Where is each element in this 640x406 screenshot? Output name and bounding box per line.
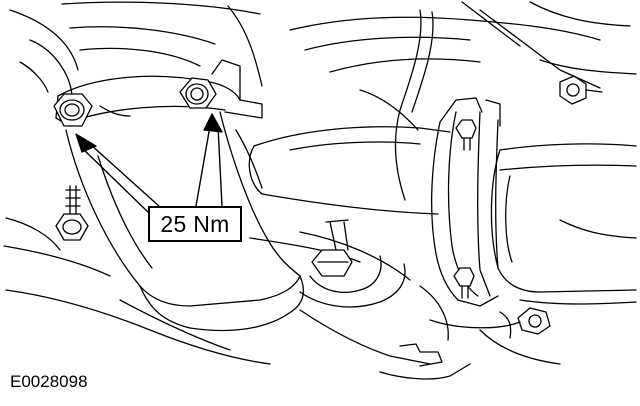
left-flange-bolt — [53, 93, 93, 127]
upper-right-bolt — [559, 75, 603, 105]
right-flange-bolt — [179, 77, 217, 109]
figure-id: E0028098 — [10, 372, 88, 391]
bracket-studs — [453, 119, 477, 299]
lower-right-bolt — [499, 307, 551, 339]
torque-leader-lines — [81, 125, 223, 217]
torque-spec-label: 25 Nm — [148, 206, 242, 242]
left-stud-bolt — [55, 185, 89, 241]
torque-arrowheads — [75, 113, 223, 153]
upper-frame-contours — [289, 1, 637, 201]
center-hanger — [299, 219, 406, 308]
gearbox-housing — [490, 143, 637, 305]
lower-left-contours — [3, 217, 411, 365]
upper-body-contours — [9, 1, 263, 96]
center-pipe — [248, 126, 451, 215]
lower-body-contours — [299, 219, 637, 380]
